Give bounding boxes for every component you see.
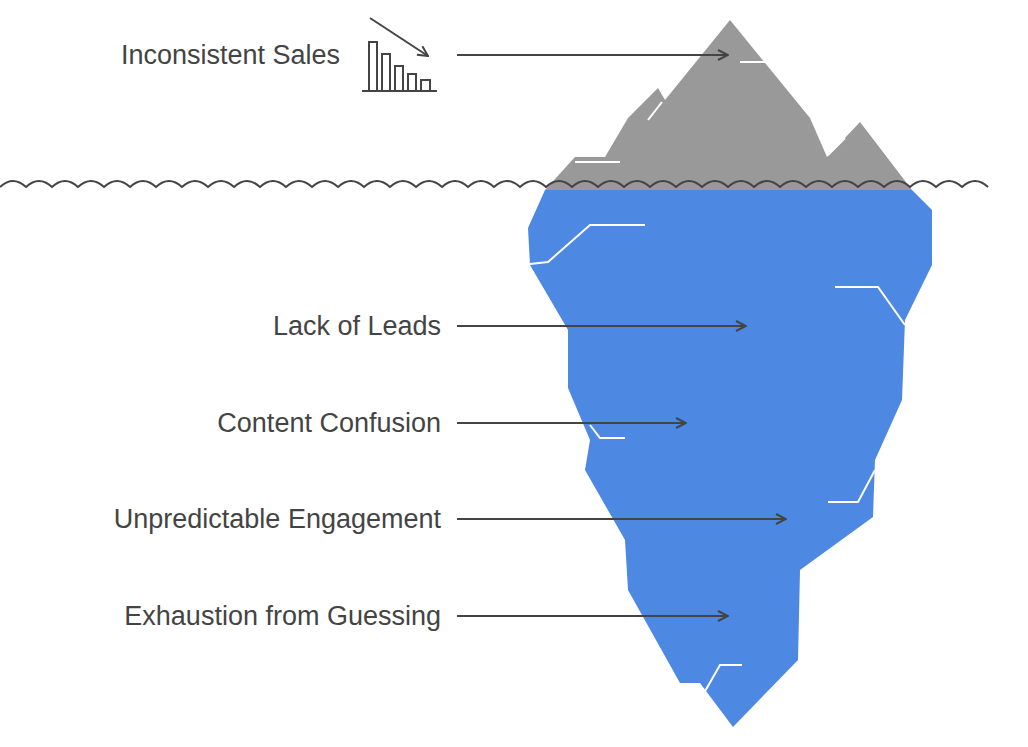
label-text: Unpredictable Engagement xyxy=(114,503,441,535)
label-text: Inconsistent Sales xyxy=(121,39,340,71)
ice-highlights xyxy=(530,225,905,700)
iceberg-body xyxy=(528,190,932,727)
label-text: Exhaustion from Guessing xyxy=(124,600,441,632)
sales-chart-icon xyxy=(362,18,437,91)
leader-arrows xyxy=(457,55,786,616)
label-text: Content Confusion xyxy=(217,407,441,439)
water-line xyxy=(0,181,988,187)
label-text: Lack of Leads xyxy=(273,310,441,342)
ice-highlights xyxy=(575,62,845,162)
iceberg-tip xyxy=(545,20,912,190)
